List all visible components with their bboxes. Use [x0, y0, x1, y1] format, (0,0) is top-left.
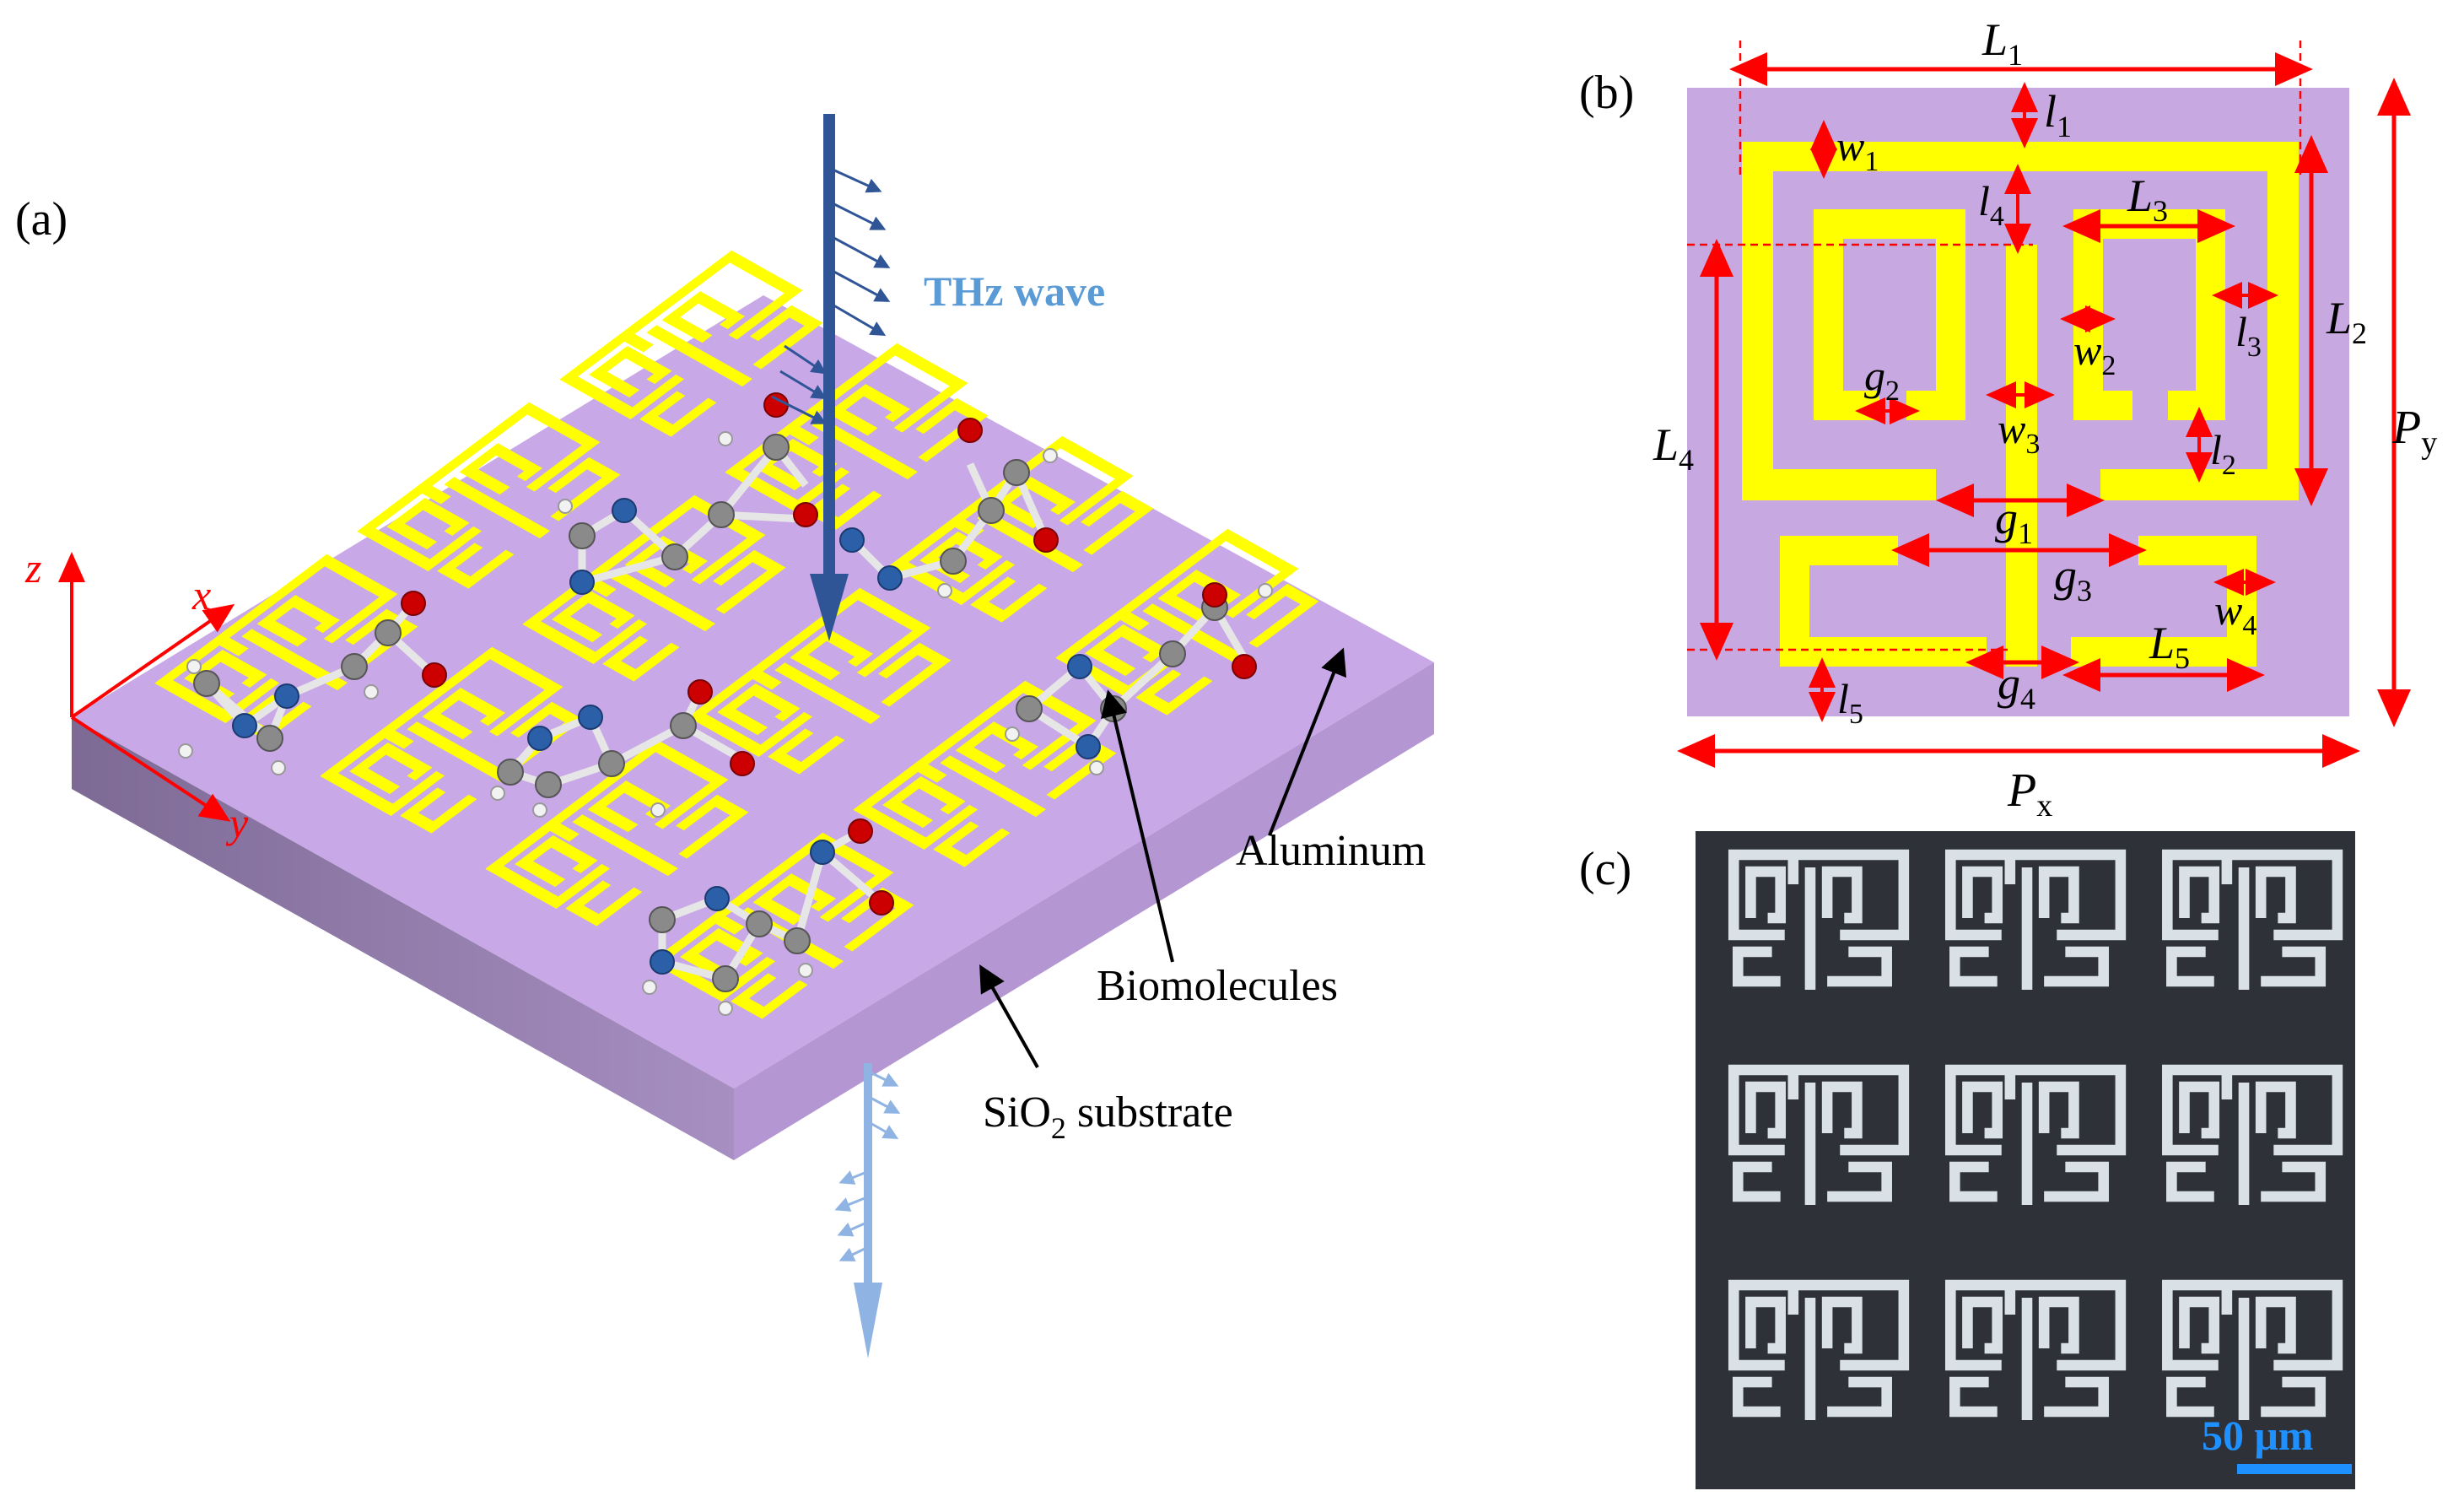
- dim-l4-top: l4: [1978, 177, 2004, 232]
- y-axis-label: y: [225, 799, 249, 846]
- scale-bar-label: 50 μm: [2202, 1412, 2314, 1459]
- panel-b-label: (b): [1579, 67, 1634, 119]
- aluminum-label: Aluminum: [1236, 827, 1426, 875]
- dim-l5: l5: [1837, 675, 1863, 730]
- thz-transmitted-wave: [834, 1063, 901, 1358]
- callout-arrows: [979, 647, 1347, 1068]
- panel-b: (b): [1579, 14, 2437, 824]
- dim-L5: L5: [2149, 618, 2190, 675]
- dim-w3: w3: [1998, 405, 2040, 460]
- dim-L1: L1: [1981, 14, 2023, 72]
- dim-Py: Py: [2391, 402, 2437, 461]
- dimension-extension-lines: [1687, 41, 2302, 651]
- biomolecules-label: Biomolecules: [1097, 962, 1338, 1010]
- z-axis-label: z: [24, 544, 41, 591]
- thz-wave-label: THz wave: [924, 267, 1105, 315]
- dim-L3: L3: [2127, 170, 2168, 228]
- dim-w2: w2: [2073, 327, 2116, 381]
- dim-L2: L2: [2326, 293, 2367, 350]
- dim-w1: w1: [1836, 122, 1879, 177]
- panel-c-label: (c): [1579, 843, 1631, 895]
- dim-Px: Px: [2007, 764, 2052, 824]
- dim-g3: g3: [2054, 550, 2092, 608]
- panel-c: (c) 50 μm: [1579, 831, 2355, 1489]
- dimension-lines: [1677, 52, 2411, 768]
- dim-g4: g4: [1998, 658, 2035, 716]
- atoms: [178, 392, 1273, 1016]
- panel-a-label: (a): [15, 193, 67, 246]
- dim-l3: l3: [2235, 308, 2262, 363]
- dim-g2: g2: [1864, 352, 1900, 407]
- dimension-labels: L1 l1 w1 l4 L3 L2 l3 w2 g2 w3 l2 L4 Py g…: [1653, 14, 2437, 824]
- dim-l2: l2: [2210, 426, 2236, 481]
- x-axis-label: x: [191, 571, 211, 618]
- scale-bar: 50 μm: [2202, 1412, 2352, 1474]
- dim-L4: L4: [1653, 419, 1694, 477]
- dim-l1: l1: [2044, 86, 2072, 143]
- dim-w4: w4: [2214, 586, 2256, 641]
- panel-a: (a): [15, 114, 1434, 1358]
- axis-icon: [58, 552, 235, 822]
- thz-arrow-icon: [810, 114, 849, 641]
- scale-bar-line: [2237, 1464, 2352, 1474]
- dim-g1: g1: [1995, 493, 2033, 550]
- substrate-label: SiO2 substrate: [983, 1088, 1233, 1145]
- thz-incident-wave: THz wave: [771, 114, 1105, 641]
